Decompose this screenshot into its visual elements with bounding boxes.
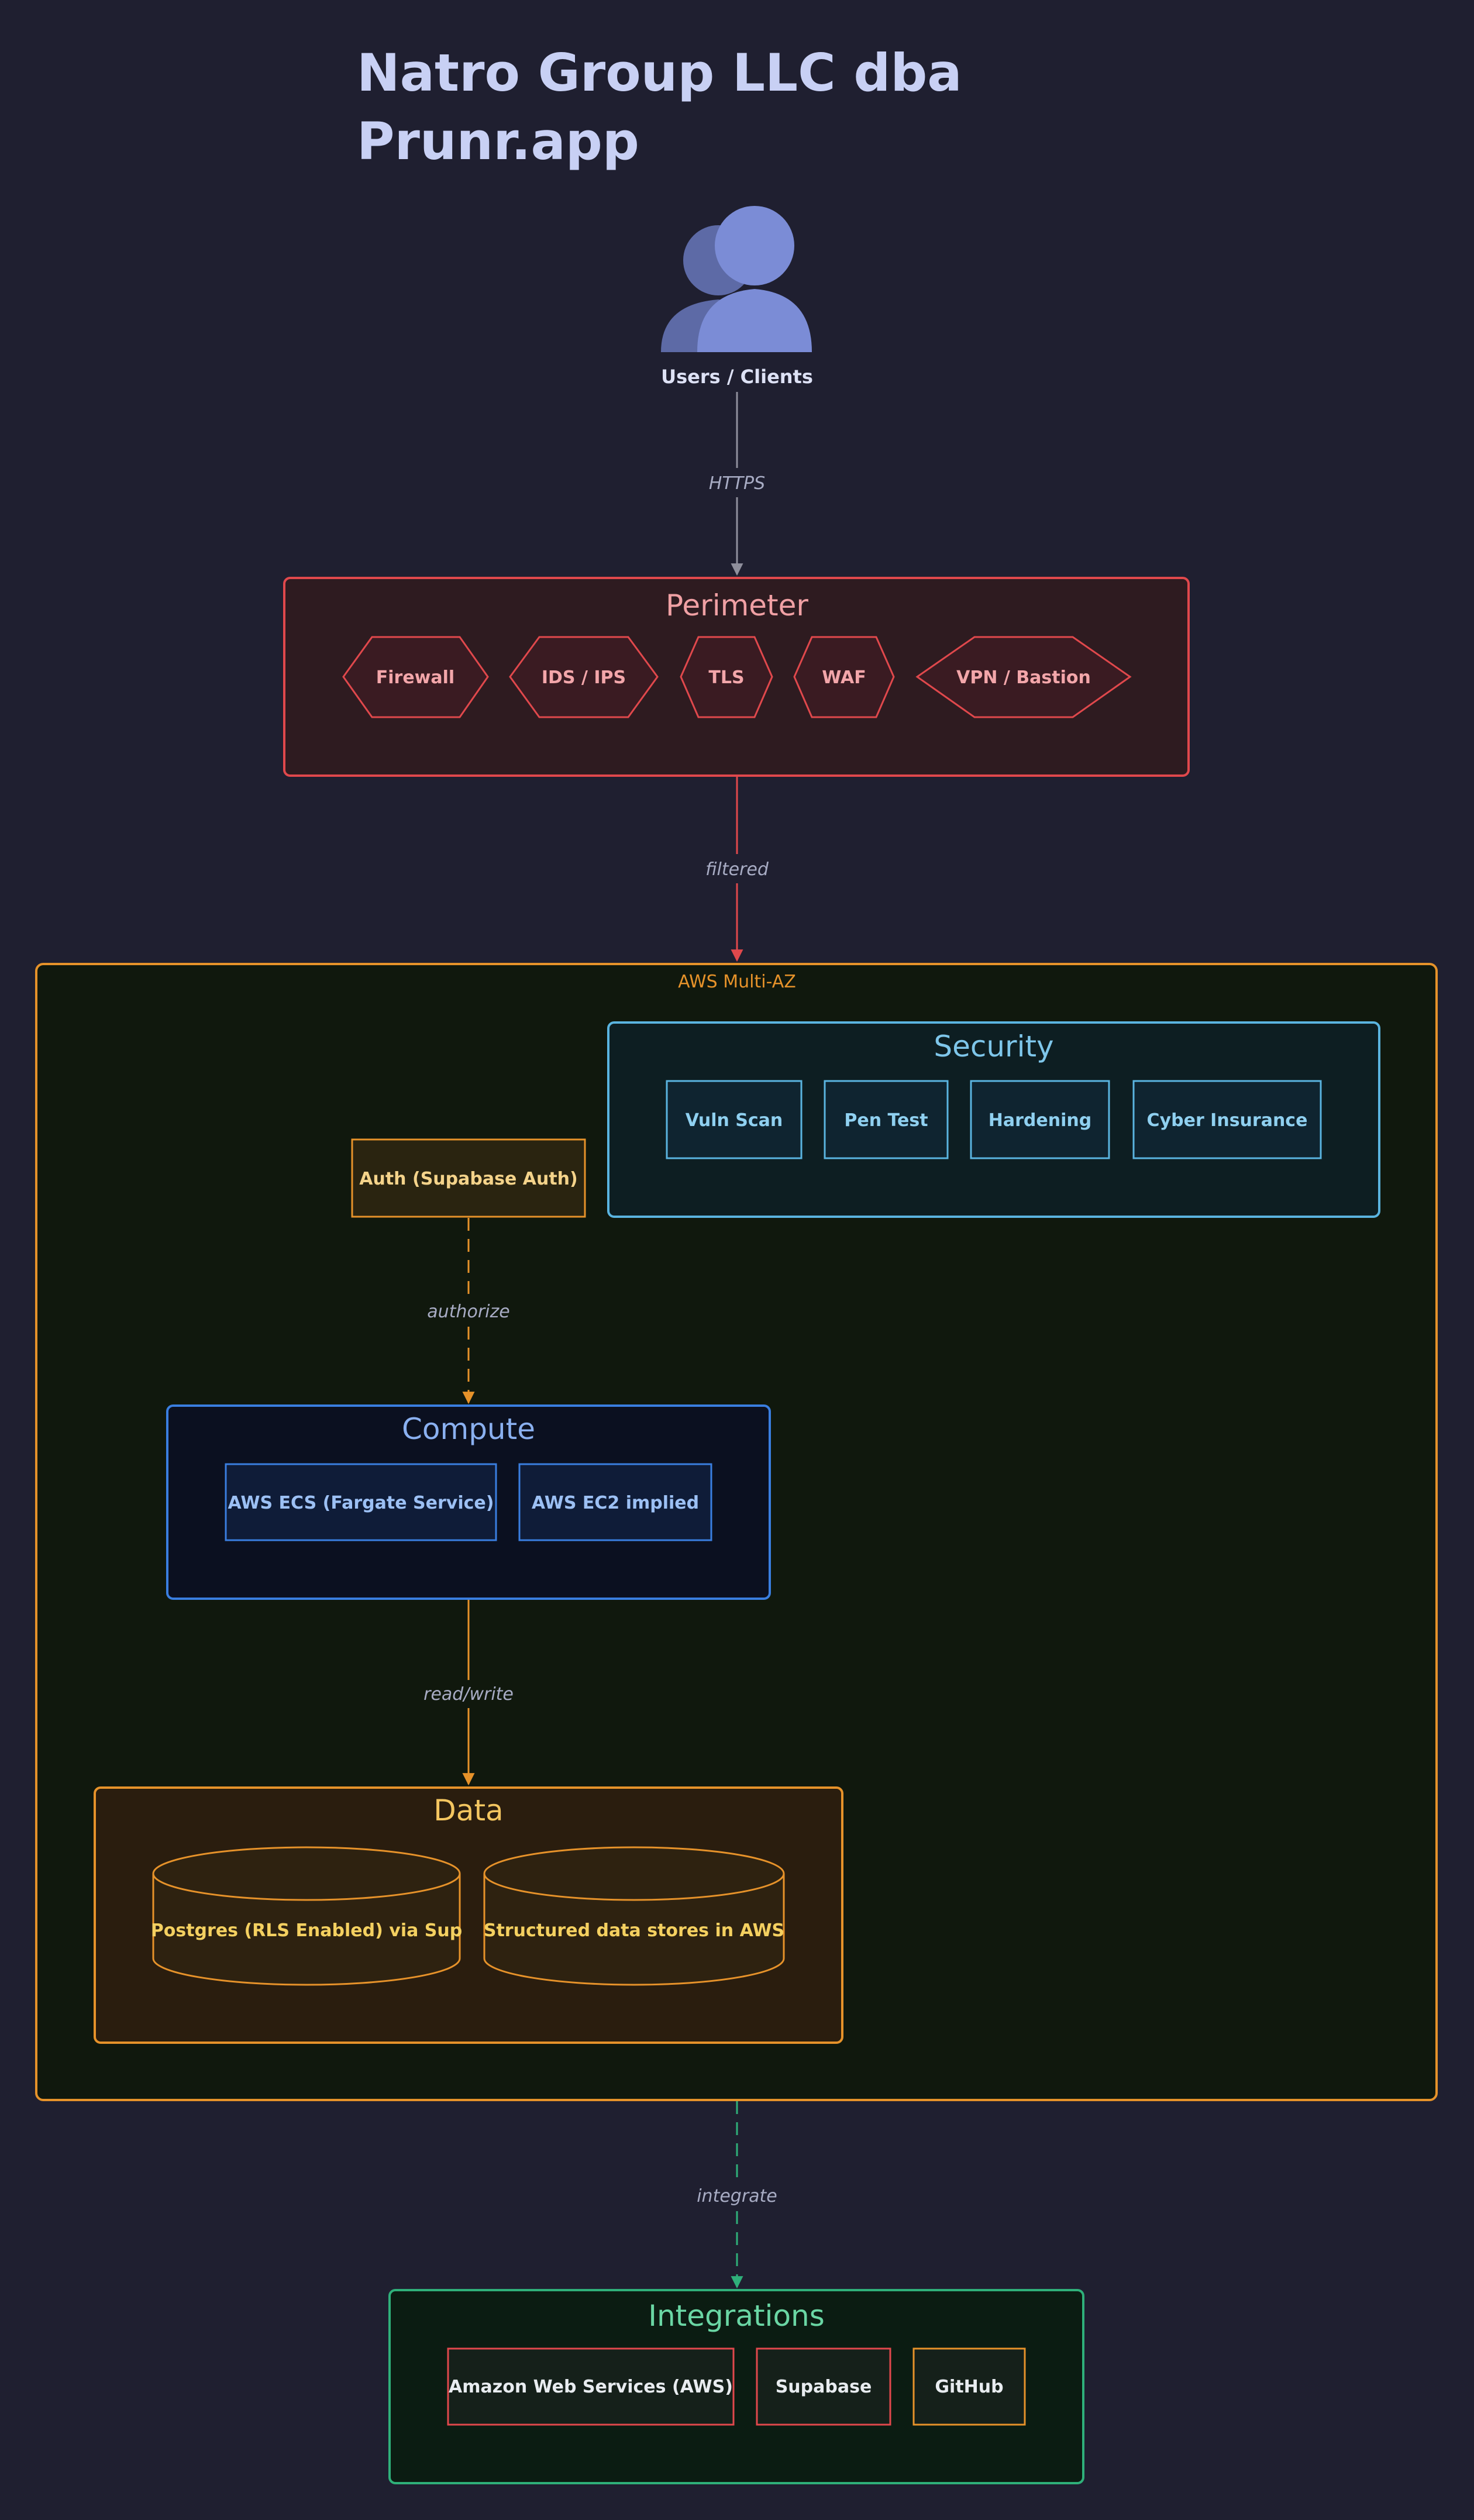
svg-text:AWS EC2 implied: AWS EC2 implied [532, 1493, 699, 1513]
svg-text:Vuln Scan: Vuln Scan [686, 1110, 783, 1131]
edge-label-filtered: filtered [705, 859, 769, 880]
edge-label-read-write: read/write [423, 1684, 514, 1705]
data-node-postgres: Postgres (RLS Enabled) via Sup [151, 1846, 463, 1986]
svg-text:Hardening: Hardening [989, 1110, 1091, 1131]
security-title: Security [934, 1030, 1053, 1063]
security-node-vuln-scan: Vuln Scan [666, 1080, 803, 1159]
compute-title: Compute [402, 1412, 535, 1446]
data-group: Data Postgres (RLS Enabled) via Sup Stru… [94, 1786, 843, 2044]
data-node-structured-stores: Structured data stores in AWS [483, 1846, 785, 1986]
svg-text:GitHub: GitHub [935, 2377, 1003, 2397]
svg-text:AWS ECS (Fargate Service): AWS ECS (Fargate Service) [228, 1493, 494, 1513]
svg-text:Postgres (RLS Enabled) via Sup: Postgres (RLS Enabled) via Sup [151, 1920, 463, 1941]
compute-group: Compute AWS ECS (Fargate Service) AWS EC… [166, 1404, 771, 1600]
compute-node-aws-ecs: AWS ECS (Fargate Service) [225, 1463, 497, 1541]
compute-node-aws-ec2: AWS EC2 implied [518, 1463, 712, 1541]
integration-node-supabase: Supabase [756, 2347, 891, 2426]
edge-label-authorize: authorize [427, 1302, 509, 1322]
auth-node: Auth (Supabase Auth) [351, 1138, 586, 1218]
perimeter-group: Perimeter Firewall IDS / IPS TLS WAF VPN… [283, 577, 1190, 777]
aws-multi-az-title: AWS Multi-AZ [678, 972, 796, 992]
integration-node-github: GitHub [912, 2347, 1026, 2426]
integration-node-aws: Amazon Web Services (AWS) [447, 2347, 735, 2426]
perimeter-node-firewall: Firewall [342, 636, 489, 718]
svg-text:Supabase: Supabase [776, 2377, 872, 2397]
svg-text:Firewall: Firewall [376, 667, 454, 688]
data-title: Data [433, 1793, 503, 1827]
edge-label-integrate: integrate [697, 2186, 777, 2206]
integrations-title: Integrations [648, 2299, 825, 2333]
svg-text:Structured data stores in AWS: Structured data stores in AWS [484, 1920, 784, 1941]
security-node-hardening: Hardening [970, 1080, 1110, 1159]
perimeter-title: Perimeter [666, 588, 808, 622]
svg-text:IDS / IPS: IDS / IPS [542, 667, 626, 688]
users-icon [661, 206, 812, 352]
security-node-pen-test: Pen Test [824, 1080, 949, 1159]
edge-label-https: HTTPS [709, 473, 765, 494]
perimeter-node-vpn-bastion: VPN / Bastion [915, 636, 1132, 718]
perimeter-node-ids-ips: IDS / IPS [509, 636, 659, 718]
diagram-title-line1: Natro Group LLC dba [357, 43, 962, 103]
svg-text:Auth (Supabase Auth): Auth (Supabase Auth) [359, 1169, 577, 1189]
svg-text:Cyber Insurance: Cyber Insurance [1147, 1110, 1308, 1131]
security-group: Security Vuln Scan Pen Test Hardening Cy… [607, 1021, 1380, 1218]
diagram-title-line2: Prunr.app [357, 111, 639, 171]
security-node-cyber-insurance: Cyber Insurance [1132, 1080, 1322, 1159]
svg-text:TLS: TLS [708, 667, 744, 688]
svg-text:Amazon Web Services (AWS): Amazon Web Services (AWS) [449, 2377, 733, 2397]
svg-text:WAF: WAF [822, 667, 866, 688]
integrations-group: Integrations Amazon Web Services (AWS) S… [388, 2289, 1084, 2484]
svg-text:Pen Test: Pen Test [844, 1110, 928, 1131]
perimeter-node-tls: TLS [680, 636, 773, 718]
users-label: Users / Clients [661, 366, 813, 388]
perimeter-node-waf: WAF [793, 636, 895, 718]
svg-text:VPN / Bastion: VPN / Bastion [956, 667, 1091, 688]
